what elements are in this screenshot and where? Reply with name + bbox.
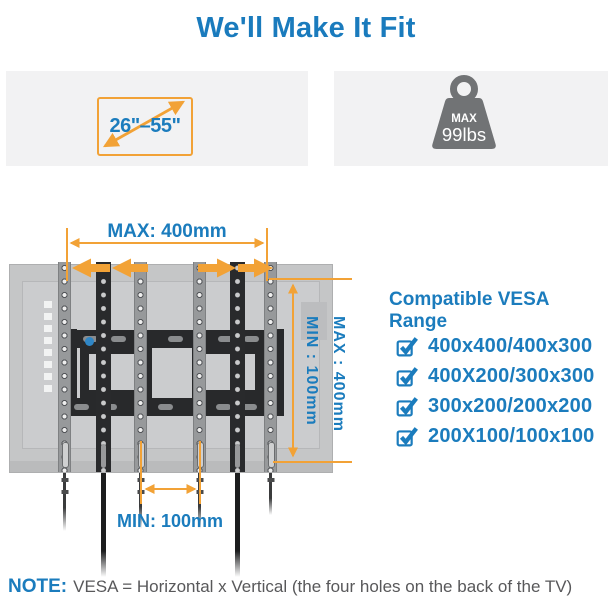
- vesa-range-heading: Compatible VESA Range: [389, 289, 549, 332]
- tv-diagonal-arrow-icon: [102, 100, 186, 148]
- dim-label-side-max: MAX : 400mm: [330, 316, 347, 432]
- rail-cable: [235, 473, 240, 577]
- wall-mount-bracket: [58, 329, 284, 416]
- vesa-item-row: 200X100/100x100: [396, 424, 595, 448]
- tv-bottom-strip: [10, 461, 332, 472]
- rail-rod: [61, 473, 68, 531]
- tv-sticker: [301, 302, 327, 340]
- vesa-item-label: 400x400/400x300: [428, 334, 593, 357]
- vesa-item-label: 300x200/200x200: [428, 394, 593, 417]
- footnote: NOTE: VESA = Horizontal x Vertical (the f…: [8, 576, 572, 598]
- vesa-rail-3: [134, 262, 147, 472]
- checkbox-checked-icon: [396, 426, 418, 446]
- brand-logo-dot: [85, 337, 94, 346]
- rail-cable: [101, 473, 106, 577]
- footnote-label: NOTE:: [8, 576, 68, 597]
- checkbox-checked-icon: [396, 336, 418, 356]
- tv-outline: 26"–55": [97, 97, 193, 156]
- vesa-item-row: 400x400/400x300: [396, 334, 592, 358]
- vesa-item-row: 300x200/200x200: [396, 394, 592, 418]
- rail-rod: [267, 473, 274, 515]
- weight-icon: MAX 99lbs: [432, 75, 496, 149]
- weight-max-label: MAX: [451, 113, 477, 125]
- vesa-item-row: 400X200/300x300: [396, 364, 595, 388]
- tv-port-labels: [44, 301, 52, 395]
- vesa-rail-4: [193, 262, 206, 472]
- page-title: We'll Make It Fit: [196, 12, 416, 44]
- vesa-item-label: 200X100/100x100: [428, 424, 595, 447]
- checkbox-checked-icon: [396, 366, 418, 386]
- max-weight-banner: MAX 99lbs: [334, 71, 608, 166]
- dim-label-bottom-min: MIN: 100mm: [116, 511, 224, 531]
- vesa-rail-5: [230, 262, 245, 472]
- dim-label-top-max: MAX: 400mm: [107, 221, 227, 242]
- vesa-rail-6: [264, 262, 277, 472]
- tv-size-range-label: 26"–55": [109, 115, 181, 137]
- vesa-rail-2: [96, 262, 111, 472]
- dim-label-side-min: MIN : 100mm: [303, 316, 320, 426]
- vesa-rail-1: [58, 262, 71, 472]
- checkbox-checked-icon: [396, 396, 418, 416]
- bracket-left-plate: [80, 345, 152, 399]
- vesa-item-label: 400X200/300x300: [428, 364, 595, 387]
- tv-size-banner: 26"–55": [6, 71, 308, 166]
- weight-value-label: 99lbs: [442, 124, 486, 145]
- footnote-text: VESA = Horizontal x Vertical (the four h…: [73, 577, 573, 596]
